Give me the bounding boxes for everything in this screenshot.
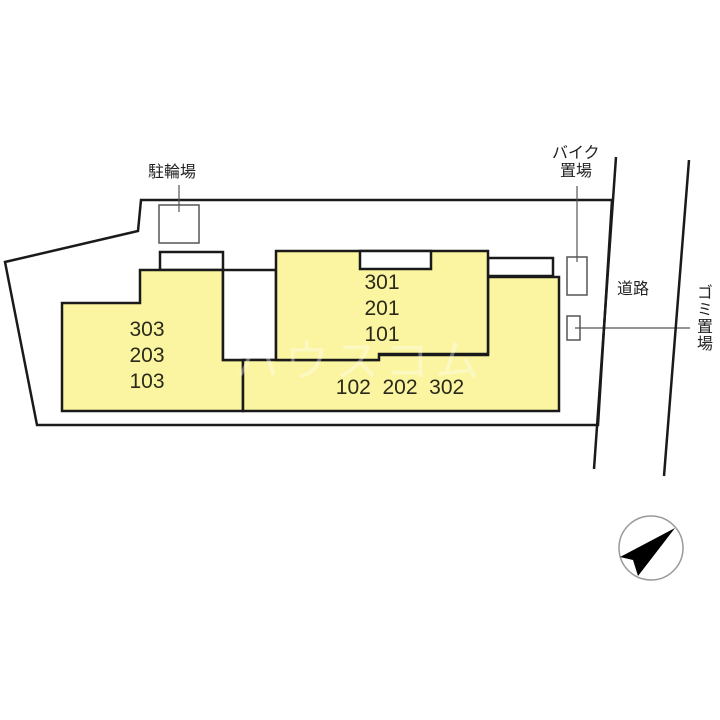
balcony-east — [486, 256, 555, 278]
road-label: 道路 — [617, 279, 650, 298]
unit-label-101: 101 — [364, 323, 400, 346]
road-edge-east — [662, 159, 691, 477]
building-center — [274, 249, 490, 362]
motorcycle-parking-label-line2: 置場 — [560, 161, 593, 180]
watermark: ハウスコム — [235, 336, 485, 387]
balcony-west — [158, 250, 225, 272]
unit-label-303: 303 — [129, 318, 165, 341]
unit-labels-south: 102 202 302 — [335, 376, 465, 399]
unit-label-203: 203 — [129, 344, 165, 367]
garbage-area-label: ゴミ置場 — [694, 284, 713, 352]
motorcycle-parking-label-line1: バイク — [552, 143, 600, 162]
center-notch — [358, 249, 433, 271]
road-edge-west — [592, 156, 618, 470]
unit-label-201: 201 — [364, 297, 400, 320]
bicycle-parking-label: 駐輪場 — [148, 162, 197, 181]
unit-label-103: 103 — [129, 370, 165, 393]
north-arrow-icon — [618, 515, 684, 581]
motorcycle-parking-box — [566, 256, 588, 296]
unit-label-301: 301 — [364, 271, 400, 294]
